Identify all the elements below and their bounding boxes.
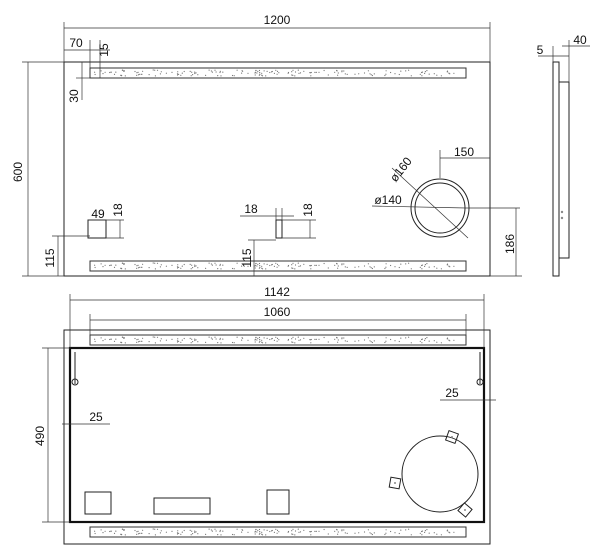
- dim-rear-left-inset: 25: [89, 410, 103, 424]
- dim-sensor-mid-width: 18: [244, 202, 258, 216]
- strip-texture: [94, 336, 455, 344]
- rear-frame: [68, 346, 486, 524]
- rear-driver-box-left: [84, 491, 112, 515]
- side-panel-thin: [552, 61, 560, 277]
- front-sensor-mid: [275, 219, 283, 239]
- dim-front-height: 600: [11, 162, 25, 182]
- strip-texture: [94, 262, 455, 270]
- dim-side-depth-min: 5: [537, 43, 544, 57]
- side-view: 5 40: [537, 33, 590, 277]
- rear-top-light-strip: [89, 334, 467, 346]
- dim-rear-outer-width: 1142: [264, 285, 290, 299]
- rear-bottom-light-strip: [89, 526, 467, 538]
- dim-mirror-outer-dia: ø160: [387, 154, 415, 184]
- dim-sensor-left-width: 49: [91, 207, 105, 221]
- dim-front-bottom-left: 115: [43, 248, 57, 267]
- dim-side-depth-max: 40: [573, 33, 587, 47]
- dim-mirror-bottom-offset: 186: [503, 234, 517, 254]
- dim-front-width: 1200: [264, 13, 291, 27]
- rear-mirror-circle: [401, 435, 479, 513]
- dim-rear-height: 490: [33, 426, 47, 446]
- dim-mirror-inner-dia: ø140: [374, 193, 402, 207]
- rear-driver-box-right: [266, 489, 290, 515]
- dim-rear-right-inset: 25: [445, 386, 459, 400]
- front-sensor-left: [87, 219, 107, 239]
- dim-sensor-left-height: 18: [111, 203, 125, 217]
- rear-outer-outline: [63, 329, 491, 545]
- rear-driver-box-mid: [153, 497, 211, 515]
- strip-texture: [94, 69, 455, 77]
- dim-sensor-mid-height: 18: [301, 203, 315, 217]
- front-bottom-light-strip: [89, 260, 467, 272]
- dim-front-bottom-mid: 115: [240, 248, 254, 267]
- strip-texture: [94, 528, 455, 536]
- dim-rear-strip-width: 1060: [264, 305, 291, 319]
- dim-front-strip-top: 30: [67, 89, 81, 103]
- front-view: 1200 70 15 30 600 115 49 18 18: [11, 13, 522, 277]
- rear-view: 1142 1060 490 25 25: [33, 285, 496, 545]
- side-panel-body: [558, 81, 570, 259]
- dim-front-strip-height: 15: [97, 43, 111, 57]
- front-panel-outline: [63, 61, 491, 277]
- front-top-light-strip: [89, 67, 467, 79]
- dim-mirror-right-offset: 150: [454, 145, 474, 159]
- dim-front-left-offset: 70: [69, 36, 83, 50]
